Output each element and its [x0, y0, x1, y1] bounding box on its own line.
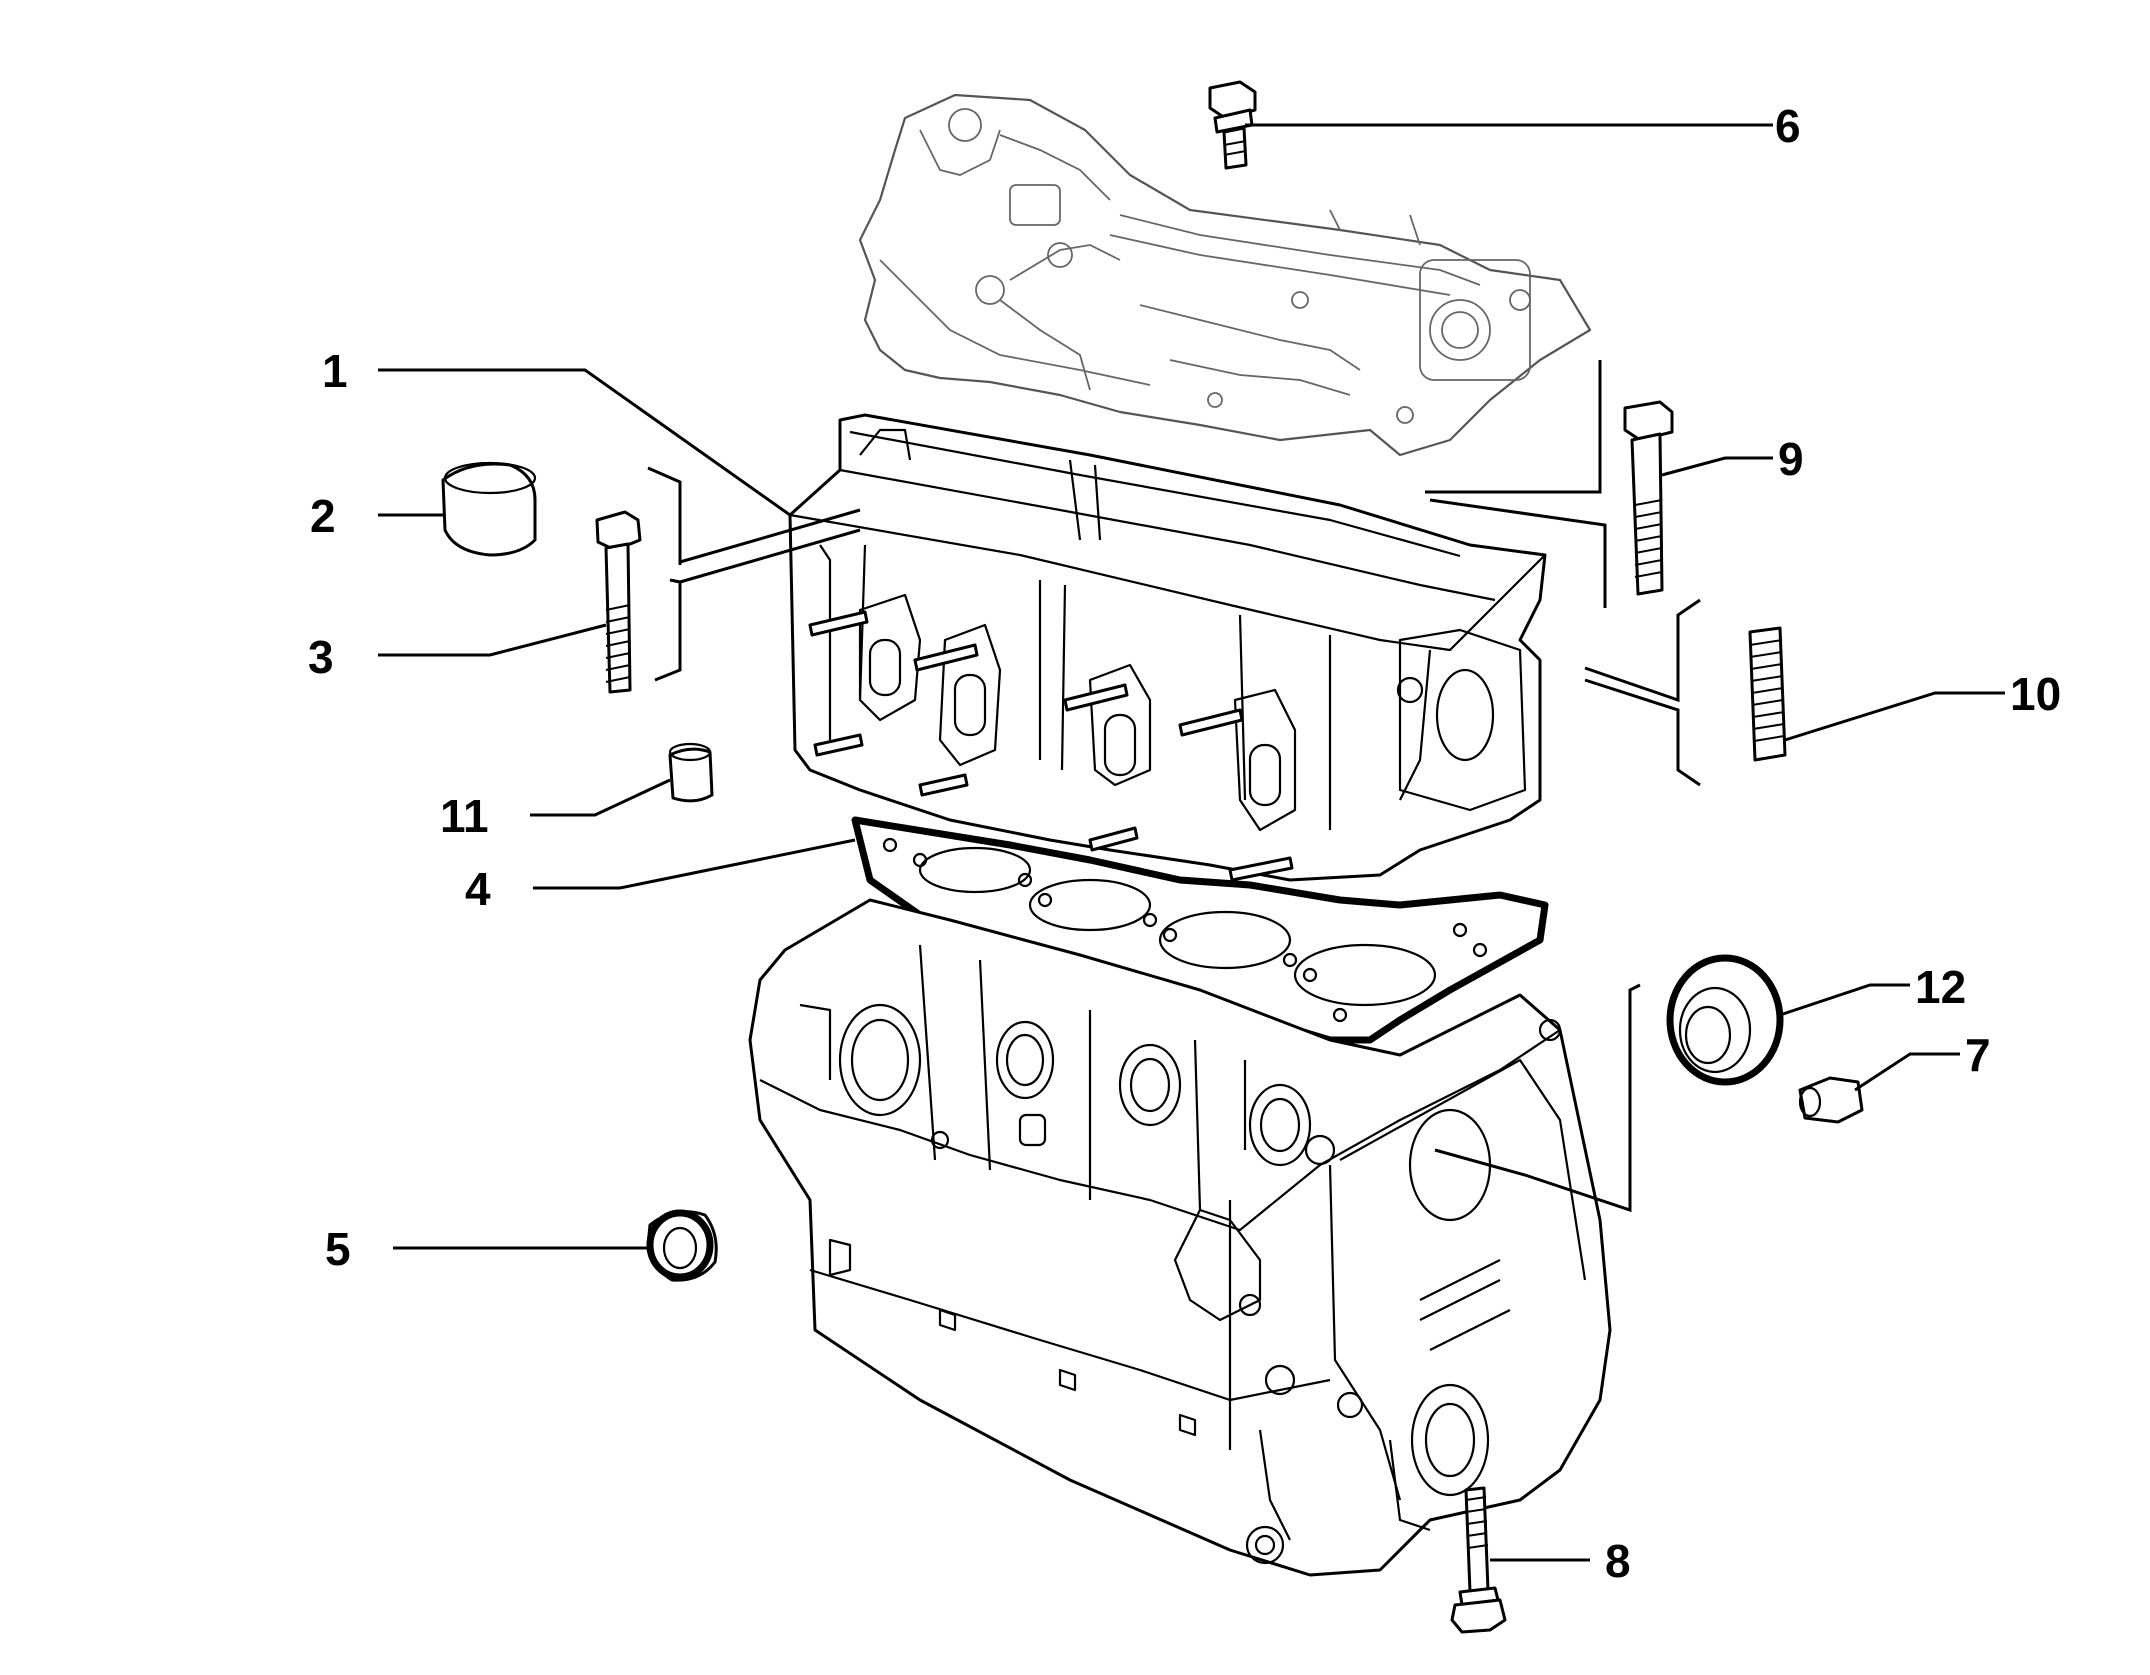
callout-10: 10 [2010, 668, 2061, 720]
callout-1: 1 [322, 345, 348, 397]
cylinder-head [788, 413, 1547, 882]
leader-3 [378, 623, 607, 657]
leader-7 [1854, 1052, 1960, 1092]
leader-9 [1661, 456, 1773, 477]
part-5-seal [646, 1209, 718, 1282]
callout-3: 3 [308, 631, 334, 683]
part-12-seal [1666, 954, 1784, 1086]
part-3-bolt [595, 510, 642, 694]
callout-9: 9 [1778, 433, 1804, 485]
bracket-9 [1425, 360, 1607, 608]
bracket-10 [1584, 598, 1701, 787]
callout-4: 4 [465, 863, 491, 915]
callout-7: 7 [1965, 1029, 1991, 1081]
callout-6: 6 [1775, 100, 1801, 152]
callout-8: 8 [1605, 1535, 1631, 1587]
callout-11: 11 [440, 790, 489, 842]
callout-labels: 1 2 3 4 5 6 7 8 9 10 11 12 [308, 100, 2061, 1587]
part-11-dowel [668, 742, 714, 803]
part-9-bolt [1623, 400, 1674, 596]
leader-11 [530, 778, 671, 817]
leader-12 [1779, 983, 1910, 1017]
callout-2: 2 [310, 490, 336, 542]
leader-10 [1784, 691, 2005, 742]
bracket-2-3 [647, 466, 861, 682]
part-8-bolt [1450, 1486, 1507, 1634]
part-2-cap [441, 461, 537, 557]
head-studs [808, 610, 1294, 882]
part-7-plug [1798, 1076, 1864, 1124]
bracket-12 [1434, 983, 1641, 1213]
leader-1 [378, 368, 791, 517]
callout-12: 12 [1915, 961, 1966, 1013]
leader-4 [533, 838, 856, 890]
engine-block [748, 898, 1612, 1577]
leader-lines [378, 123, 2005, 1562]
valve-cover [858, 93, 1592, 457]
part-6-bolt [1208, 80, 1257, 170]
part-10-stud [1748, 626, 1787, 762]
callout-5: 5 [325, 1223, 351, 1275]
